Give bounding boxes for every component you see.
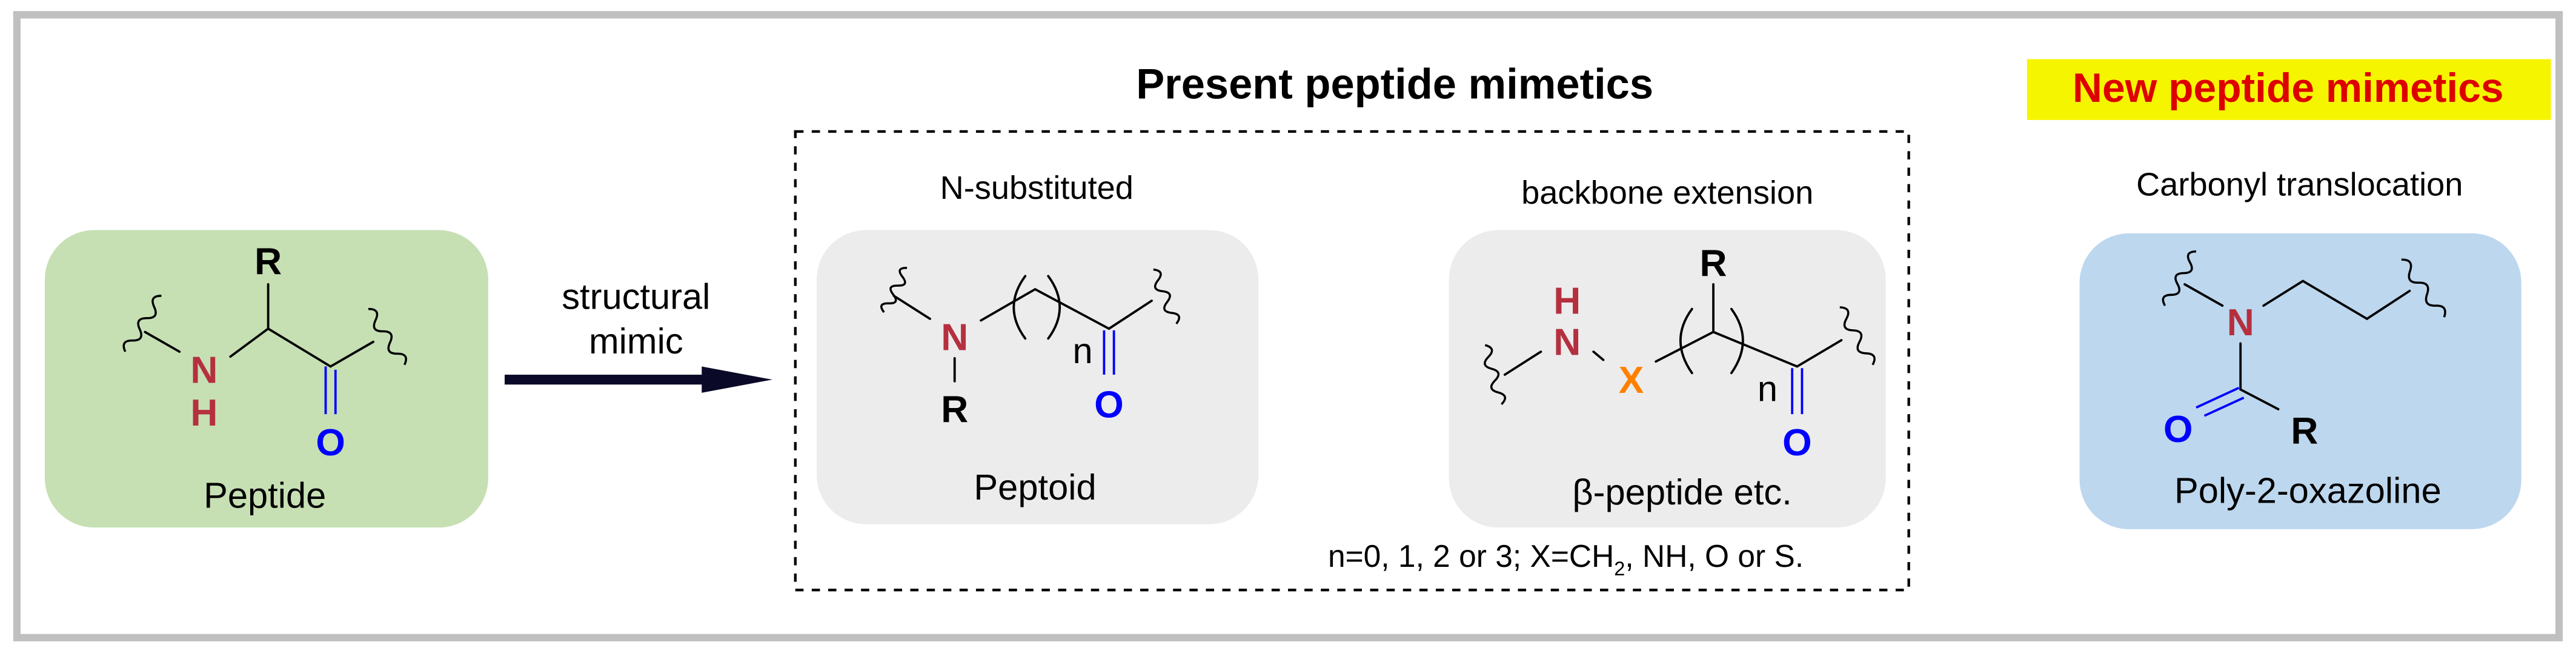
- atom-r: R: [941, 389, 968, 431]
- beta-peptide-structure: H N X R n O: [1484, 243, 1876, 464]
- footnote-rest: , NH, O or S.: [1625, 538, 1804, 574]
- present-mimetics-dashed-box: [794, 130, 1910, 592]
- atom-r: R: [2291, 410, 2318, 452]
- oxazoline-structure: N O R: [2162, 250, 2446, 452]
- left-parenthesis: [1679, 307, 1693, 375]
- arrow-label-line1: structural: [562, 276, 710, 317]
- peptide-box: [44, 230, 488, 528]
- left-parenthesis: [1012, 275, 1027, 340]
- oxazoline-label: Poly-2-oxazoline: [2174, 470, 2442, 510]
- wavy-bond-icon: [368, 307, 407, 366]
- atom-o: O: [1094, 384, 1123, 426]
- arrow-right-icon: [504, 366, 772, 393]
- atom-h: H: [1553, 281, 1581, 323]
- atom-o: O: [1782, 422, 1811, 464]
- peptoid-structure: N R n O: [880, 267, 1181, 431]
- atom-n: N: [1553, 322, 1581, 364]
- peptide-label: Peptide: [204, 475, 326, 516]
- footnote: n=0, 1, 2 or 3; X=CH2, NH, O or S.: [1328, 538, 1804, 580]
- wavy-bond-icon: [1484, 344, 1506, 406]
- wavy-bond-icon: [880, 267, 908, 313]
- wavy-bond-icon: [1839, 306, 1876, 366]
- beta-heading: backbone extension: [1521, 175, 1813, 211]
- present-mimetics-title: Present peptide mimetics: [1136, 60, 1653, 108]
- atom-n: N: [190, 350, 217, 392]
- atom-o: O: [316, 422, 345, 464]
- atom-r: R: [254, 241, 282, 283]
- right-parenthesis: [1047, 275, 1061, 340]
- atom-n: N: [941, 316, 968, 358]
- beta-peptide-label: β-peptide etc.: [1572, 472, 1791, 512]
- footnote-subscript: 2: [1614, 558, 1625, 580]
- repeat-n: n: [1073, 330, 1093, 371]
- peptide-structure: R N H O: [122, 241, 407, 464]
- atom-o: O: [2163, 409, 2193, 450]
- peptoid-heading: N-substituted: [940, 170, 1134, 206]
- peptoid-label: Peptoid: [974, 467, 1096, 507]
- right-parenthesis: [1730, 307, 1744, 375]
- oxazoline-box: [2079, 233, 2521, 529]
- outer-frame: [13, 11, 2563, 641]
- wavy-bond-icon: [2401, 258, 2446, 318]
- arrow-label-line2: mimic: [589, 321, 683, 361]
- wavy-bond-icon: [122, 295, 162, 352]
- wavy-bond-icon: [1153, 268, 1181, 325]
- atom-n: N: [2227, 302, 2254, 344]
- beta-peptide-box: [1449, 230, 1886, 528]
- new-title-highlight: [2027, 59, 2551, 120]
- atom-x: X: [1619, 360, 1644, 401]
- wavy-bond-icon: [2162, 250, 2197, 307]
- oxazoline-heading: Carbonyl translocation: [2136, 167, 2463, 203]
- atom-r: R: [1700, 243, 1727, 284]
- new-mimetics-title: New peptide mimetics: [2073, 65, 2504, 111]
- atom-h: H: [190, 392, 217, 434]
- footnote-main: n=0, 1, 2 or 3; X=CH: [1328, 538, 1614, 574]
- repeat-n: n: [1758, 368, 1778, 409]
